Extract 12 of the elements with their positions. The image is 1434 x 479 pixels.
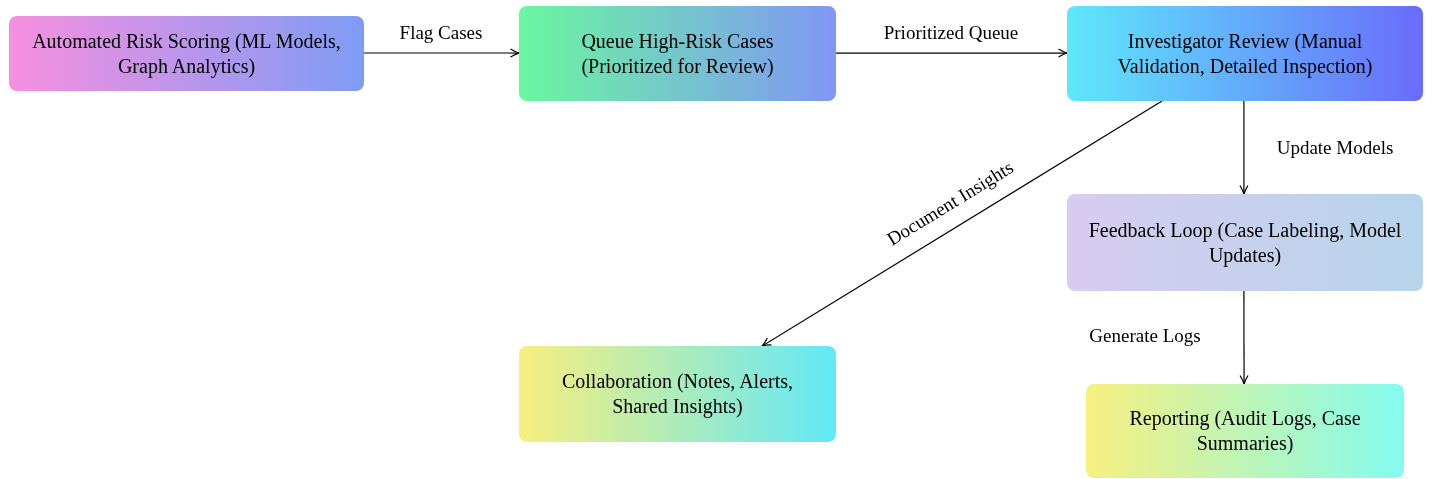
node-text: Collaboration (Notes, Alerts, Shared Insights) xyxy=(560,369,795,419)
process-box xyxy=(1086,384,1404,478)
process-box xyxy=(519,346,836,442)
node-text: Reporting (Audit Logs, Case Summaries) xyxy=(1128,406,1362,456)
process-box xyxy=(1067,6,1423,101)
node-text: Automated Risk Scoring (ML Models, Graph Analytics) xyxy=(31,28,342,79)
node-text: Investigator Review (Manual Validation, Detailed Inspection) xyxy=(1116,28,1374,79)
node-text: Feedback Loop (Case Labeling, Model Updates) xyxy=(1087,217,1403,268)
process-box xyxy=(519,6,836,101)
node-text: Queue High-Risk Cases (Prioritized for Review) xyxy=(580,28,775,79)
process-box xyxy=(9,16,364,91)
process-box xyxy=(1067,194,1423,291)
